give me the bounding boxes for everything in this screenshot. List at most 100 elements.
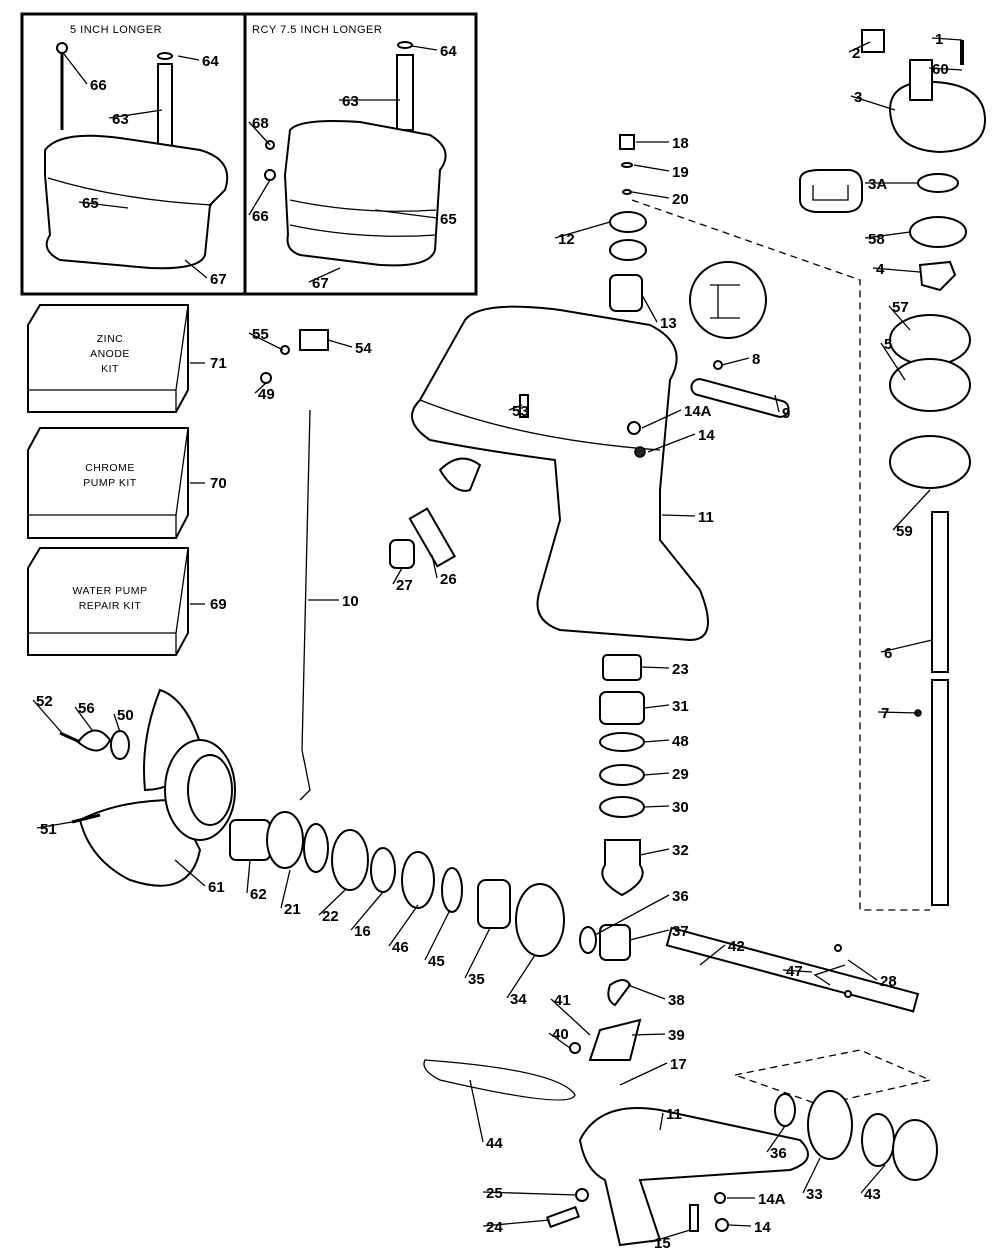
connector <box>299 329 329 351</box>
callout-leader-line <box>78 201 129 209</box>
callout-leader-line <box>650 1229 691 1243</box>
callout-leader-line <box>411 45 438 51</box>
callout-leader-line <box>643 704 670 709</box>
part-number-label: 3A <box>868 176 887 193</box>
impeller-cup <box>909 216 967 248</box>
part-number-label: 23 <box>672 661 689 678</box>
callout-leader-line <box>184 259 208 279</box>
callout-leader-line <box>318 889 346 916</box>
part-number-label: 60 <box>932 61 949 78</box>
part-number-label: 66 <box>252 208 269 225</box>
callout-leader-line <box>32 699 63 734</box>
callout-leader-line <box>721 357 750 366</box>
kit-ref: 71 <box>210 355 227 372</box>
part-number-label: 35 <box>468 971 485 988</box>
part-number-label: 15 <box>654 1235 671 1252</box>
part-number-label: 64 <box>440 43 457 60</box>
callout-leader-line <box>661 514 696 517</box>
part-number-label: 40 <box>552 1026 569 1043</box>
gearcase <box>578 1107 809 1247</box>
part-number-label: 42 <box>728 938 745 955</box>
part-number-label: 2 <box>852 45 860 62</box>
callout-leader-line <box>392 567 403 585</box>
part-number-label: 17 <box>670 1056 687 1073</box>
callout-leader-line <box>774 394 780 413</box>
callout-leader-line <box>880 342 906 381</box>
kit-ref: 70 <box>210 475 227 492</box>
callout-leader-line <box>248 179 271 216</box>
callout-leader-line <box>506 954 536 999</box>
callout-leader-line <box>640 666 670 669</box>
callout-leader-line <box>629 929 670 941</box>
part-number-label: 55 <box>252 326 269 343</box>
callout-leader-line <box>482 1219 551 1227</box>
kit-text: REPAIR KIT <box>79 600 142 612</box>
callout-leader-line <box>619 1062 668 1086</box>
callout-leader-line <box>641 294 658 323</box>
callout-leader-line <box>631 1033 666 1036</box>
part-number-label: 37 <box>672 923 689 940</box>
part-number-label: 63 <box>112 111 129 128</box>
part-number-label: 28 <box>880 973 897 990</box>
part-number-label: 3 <box>854 89 862 106</box>
parts <box>59 29 987 1247</box>
part-number-label: 63 <box>342 93 359 110</box>
part-number-label: 24 <box>486 1219 503 1236</box>
part-number-label: 5 <box>884 336 892 353</box>
callout-leader-line <box>594 894 670 936</box>
part-number-label: 29 <box>672 766 689 783</box>
callout-leader-line <box>36 821 73 829</box>
link <box>690 378 790 418</box>
callout-leader-line <box>727 1224 752 1227</box>
part-number-label: 46 <box>392 939 409 956</box>
part-number-label: 66 <box>90 77 107 94</box>
part-number-label: 58 <box>868 231 885 248</box>
part-number-label: 51 <box>40 821 57 838</box>
gasket <box>889 314 971 366</box>
callout-leader-line <box>872 267 921 273</box>
callout-leader-line <box>928 67 963 71</box>
callout-leader-line <box>431 554 438 579</box>
callout-leader-line <box>643 739 670 743</box>
seal-detail-circle <box>689 261 767 339</box>
part-number-label: 34 <box>510 991 527 1008</box>
callout-leader-line <box>848 41 871 53</box>
callout-leader-line <box>388 904 419 947</box>
callout-leader-line <box>350 891 384 931</box>
exhaust-housing-extension <box>44 134 229 270</box>
part-number-label: 18 <box>672 135 689 152</box>
kit-text: WATER PUMP <box>73 585 148 597</box>
callout-leader-line <box>254 382 267 394</box>
callout-leader-line <box>782 969 813 973</box>
part-number-label: 14 <box>698 427 715 444</box>
part-number-label: 68 <box>252 115 269 132</box>
part-number-label: 56 <box>78 700 95 717</box>
callout-leader-line <box>631 191 670 199</box>
part-number-label: 27 <box>396 577 413 594</box>
part-number-label: 47 <box>786 963 803 980</box>
callout-leader-line <box>699 944 726 966</box>
part-number-label: 12 <box>558 231 575 248</box>
impeller-plate <box>889 358 971 412</box>
callout-leader-line <box>308 267 341 283</box>
seal-detail <box>799 169 863 213</box>
part-number-label: 49 <box>258 386 275 403</box>
pinion <box>601 839 644 897</box>
part-number-label: 21 <box>284 901 301 918</box>
callout-leader-line <box>892 489 931 531</box>
callout-leader-line <box>174 859 206 887</box>
callout-leader-line <box>508 404 523 411</box>
callout-leader-line <box>847 959 878 981</box>
part-number-label: 44 <box>486 1135 503 1152</box>
propeller-shaft <box>665 926 920 1013</box>
part-number-label: 4 <box>876 261 885 278</box>
zinc-anode-kit-box <box>27 304 189 413</box>
part-number-label: 9 <box>782 405 790 422</box>
callout-leader-line <box>639 848 670 856</box>
part-number-label: 11 <box>666 1106 682 1123</box>
part-number-label: 65 <box>440 211 457 228</box>
part-number-label: 6 <box>884 645 892 662</box>
chrome-pump-kit-box <box>27 427 189 539</box>
part-number-label: 53 <box>512 403 529 420</box>
